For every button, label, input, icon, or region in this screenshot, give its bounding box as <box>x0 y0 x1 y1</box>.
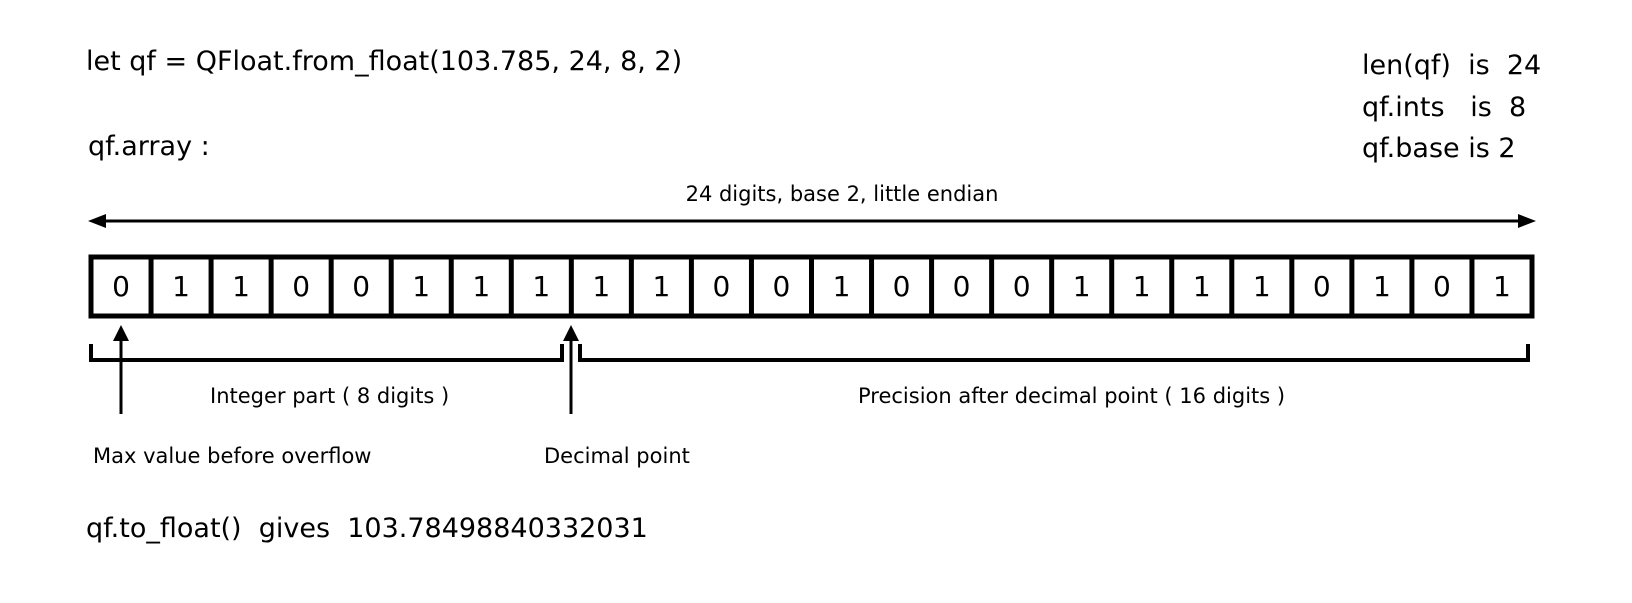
digit-cell: 0 <box>712 269 731 303</box>
digit-cell: 0 <box>352 269 371 303</box>
integer-part-label: Integer part ( 8 digits ) <box>210 384 450 408</box>
base-info-line: qf.base is 2 <box>1362 133 1516 164</box>
digit-cell: 1 <box>232 269 250 303</box>
digit-cell: 0 <box>952 269 971 303</box>
digit-cell: 0 <box>1312 269 1331 303</box>
max-value-label: Max value before overflow <box>93 444 372 468</box>
max-value-arrow <box>113 325 129 414</box>
digit-cell: 0 <box>112 269 130 303</box>
to-float-result-line: qf.to_float() gives 103.78498840332031 <box>86 513 648 544</box>
integer-part-bracket <box>89 344 564 362</box>
decimal-point-arrow <box>563 325 579 414</box>
constructor-code-line: let qf = QFloat.from_float(103.785, 24, … <box>86 46 683 77</box>
cell-dividers <box>148 257 1475 316</box>
digit-cell: 1 <box>592 269 611 303</box>
length-info-line: len(qf) is 24 <box>1362 50 1542 81</box>
digit-cell: 1 <box>1192 269 1211 303</box>
span-double-arrow <box>88 214 1536 228</box>
digit-cell: 1 <box>1493 269 1511 303</box>
digit-cell: 1 <box>532 269 551 303</box>
digit-cell: 0 <box>1012 269 1031 303</box>
digit-cell: 1 <box>172 269 190 303</box>
array-label: qf.array : <box>88 131 210 162</box>
digit-cell: 1 <box>652 269 671 303</box>
digit-cell: 0 <box>772 269 791 303</box>
digit-cell: 0 <box>292 269 311 303</box>
digit-cell: 1 <box>832 269 851 303</box>
precision-bracket <box>578 344 1530 362</box>
digit-cell: 1 <box>1072 269 1091 303</box>
digit-cell: 0 <box>1433 269 1451 303</box>
precision-label: Precision after decimal point ( 16 digit… <box>858 384 1286 408</box>
digit-cell: 1 <box>1372 269 1391 303</box>
digit-cell: 1 <box>472 269 491 303</box>
decimal-point-label: Decimal point <box>544 444 690 468</box>
array-span-label: 24 digits, base 2, little endian <box>685 182 999 206</box>
digit-cell: 1 <box>1252 269 1271 303</box>
digit-cell: 0 <box>892 269 911 303</box>
digit-cell: 1 <box>1132 269 1151 303</box>
digit-cell: 1 <box>412 269 431 303</box>
ints-info-line: qf.ints is 8 <box>1362 92 1527 123</box>
